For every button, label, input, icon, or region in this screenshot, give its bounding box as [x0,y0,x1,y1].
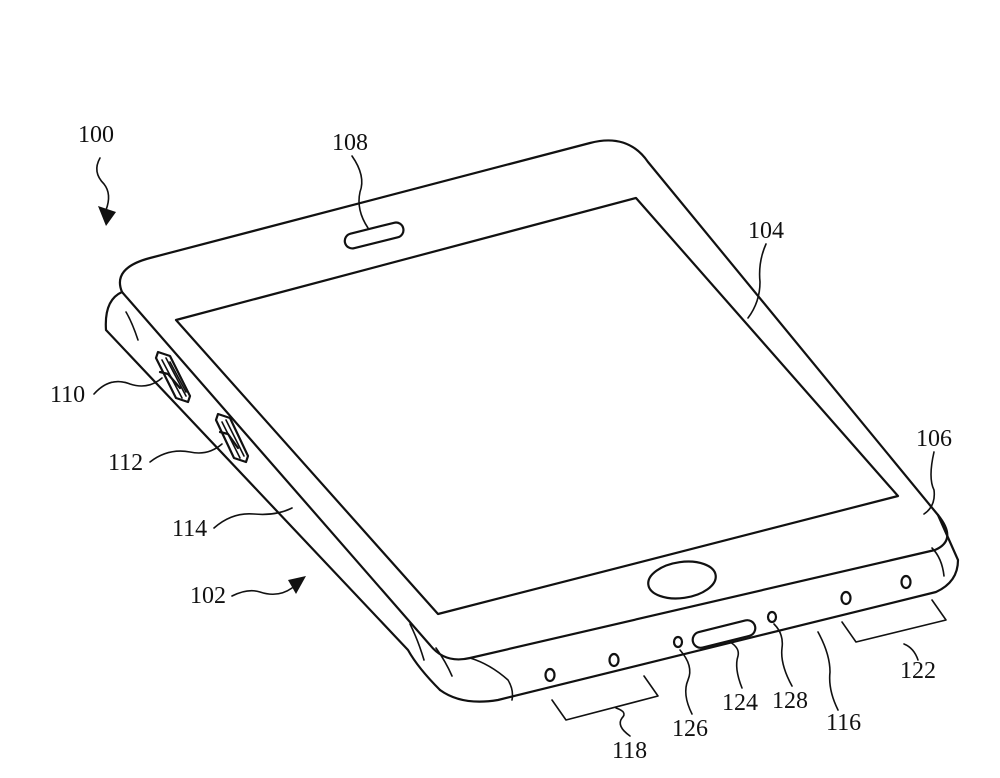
earpiece-speaker [343,221,405,250]
label-122: 122 [900,658,936,684]
label-106: 106 [916,426,952,452]
speaker-grille-left-bracket [551,675,659,721]
speaker-hole-1 [544,667,556,683]
bottom-corner-curve [469,657,514,701]
charging-port [691,619,757,649]
label-102: 102 [190,583,226,609]
label-114: 114 [172,516,207,542]
label-104: 104 [748,218,784,244]
display-screen [174,196,900,616]
top-left-corner-detail [125,311,139,341]
reference-labels: 100 108 104 106 110 112 114 102 118 126 … [50,122,952,764]
lower-side-button [214,412,250,464]
label-112: 112 [108,450,143,476]
upper-side-button [154,350,192,404]
bottom-side-edge [438,513,960,703]
speaker-grille-right-bracket [841,599,947,643]
left-side-edge [104,290,442,692]
label-116: 116 [826,710,861,736]
front-outline [118,139,949,661]
label-110: 110 [50,382,85,408]
speaker-hole-3 [840,590,852,606]
device-body [104,139,960,721]
microphone-right [766,610,778,624]
speaker-hole-4 [900,574,912,590]
home-button [647,560,717,600]
label-100: 100 [78,122,114,148]
label-128: 128 [772,688,808,714]
label-118: 118 [612,738,647,764]
bottom-left-corner-detail [409,623,453,677]
label-124: 124 [722,690,758,716]
microphone-left [672,635,684,649]
arrow-102 [288,576,306,594]
leader-lines [93,155,936,737]
label-108: 108 [332,130,368,156]
bottom-right-corner-detail [931,547,945,577]
speaker-hole-2 [608,652,620,668]
arrow-100 [98,206,116,226]
label-126: 126 [672,716,708,742]
